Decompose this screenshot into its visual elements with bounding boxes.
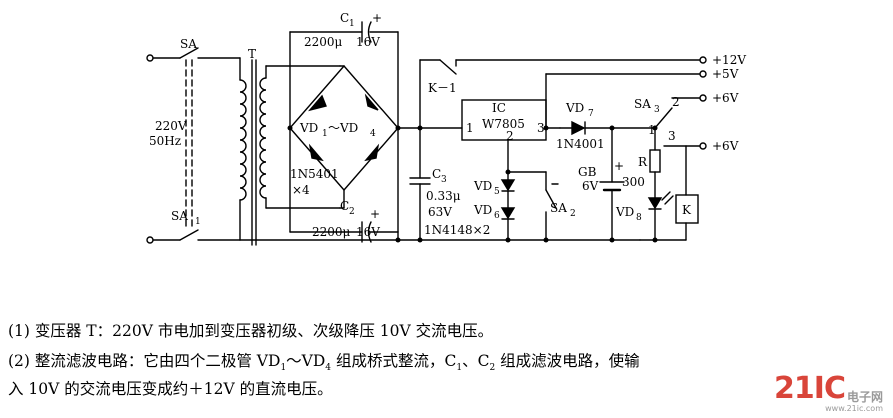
sa3-pin3: 3: [668, 129, 676, 143]
capacitor-c1: [361, 21, 372, 43]
p2-sub4: 2: [489, 363, 496, 374]
c2-plus: +: [370, 207, 380, 221]
p2-part1: (2) 整流滤波电路：它由四个二极管 VD: [8, 352, 281, 370]
bridge-rectifier: [289, 65, 399, 209]
terminal-5v: [699, 70, 707, 78]
switch-sa3: [654, 97, 701, 147]
relay-contact-label: K－1: [428, 81, 457, 95]
sa3-sub: 3: [654, 105, 660, 115]
transformer-secondary-coil: [259, 65, 341, 209]
relay-k-box: [675, 194, 699, 224]
ic-pin1: 1: [466, 121, 474, 135]
c2-sub: 2: [349, 207, 355, 217]
resistor-label: R: [638, 155, 648, 169]
c1-rating: 16V: [356, 35, 380, 49]
mains-terminal-top: [146, 54, 154, 62]
p2-sub3: 1: [456, 363, 463, 374]
diode-vd5-vd6: [500, 179, 516, 241]
terminal-6v-a: [699, 94, 707, 102]
ic-part: W7805: [482, 117, 525, 131]
sa2-sub: 2: [570, 209, 576, 219]
sa1-switch: [179, 47, 241, 241]
ic-pin2: 2: [506, 129, 514, 143]
c3-value: 0.33μ: [426, 189, 461, 203]
battery-voltage: 6V: [582, 179, 599, 193]
battery-cap: 300: [622, 175, 645, 189]
mains-terminal-bottom: [146, 236, 154, 244]
description-para-2b: 入 10V 的交流电压变成约＋12V 的直流电压。: [8, 380, 333, 398]
power-supply-schematic: 220V 50Hz SA SA 1 T C 1 + 2200μ 16V C 2 …: [146, 11, 746, 246]
sa1-label-top: SA: [180, 37, 197, 51]
vd7-part: 1N4001: [556, 137, 605, 151]
watermark-url: www.21ic.com: [825, 404, 883, 413]
sa2-ref: SA: [550, 201, 567, 215]
vd7-sub: 7: [588, 109, 594, 119]
c3-rating: 63V: [428, 205, 452, 219]
sa3-pin2: 2: [672, 95, 680, 109]
c3-sub: 3: [441, 175, 447, 185]
vd8-sub: 8: [636, 213, 642, 223]
sa3-pin1: 1: [648, 123, 656, 137]
sa3-ref: SA: [634, 97, 651, 111]
description-para-1: (1) 变压器 T：220V 市电加到变压器初级、次级降压 10V 交流电压。: [8, 322, 494, 340]
battery-ref: GB: [578, 165, 597, 179]
sa1-label: SA: [171, 209, 188, 223]
diode-vd7: [559, 120, 656, 136]
p2-sub2: 4: [325, 363, 332, 374]
relay-contact-k1: [439, 59, 457, 75]
vd8-ref: VD: [615, 205, 634, 219]
bridge-sub-b: 4: [370, 129, 376, 139]
switch-sa2: [507, 171, 559, 241]
resistor-r: [649, 149, 661, 173]
c1-ref: C: [340, 11, 349, 25]
vd5-sub: 5: [494, 187, 500, 197]
bridge-sub-a: 1: [322, 129, 328, 139]
ic-label: IC: [492, 101, 506, 115]
vd5-ref: VD: [473, 179, 492, 193]
p2-part2: ～VD: [286, 352, 326, 370]
ic-pin3: 3: [537, 121, 545, 135]
p2-part3: 组成桥式整流，C: [331, 352, 457, 370]
p2-sub1: 1: [280, 363, 287, 374]
bridge-label-a: VD: [299, 121, 318, 135]
terminal-12v: [699, 56, 707, 64]
sa1-sub: 1: [195, 217, 201, 227]
relay-label: K: [682, 203, 692, 217]
mains-freq-label: 50Hz: [149, 134, 181, 148]
vd6-ref: VD: [473, 203, 492, 217]
watermark-cn: 电子网: [846, 390, 883, 404]
bridge-count: ×4: [292, 183, 310, 197]
vd7-ref: VD: [565, 101, 584, 115]
vd6-sub: 6: [494, 211, 500, 221]
terminal-6v-b: [699, 142, 707, 150]
mains-voltage-label: 220V: [155, 119, 187, 133]
c1-plus: +: [372, 11, 382, 25]
led-vd8: [647, 191, 674, 241]
c2-value: 2200μ: [312, 225, 351, 239]
transformer-primary-coil: [239, 57, 247, 241]
p2-part4: 、C: [462, 352, 490, 370]
bridge-part: 1N5401: [290, 167, 339, 181]
c1-sub: 1: [349, 19, 355, 29]
output-12v: +12V: [712, 53, 746, 67]
c2-ref: C: [340, 199, 349, 213]
battery-plus: +: [614, 159, 624, 173]
p2-part5: 组成滤波电路，使输: [495, 352, 640, 370]
vd56-part: 1N4148×2: [424, 223, 490, 237]
output-6v-a: +6V: [712, 91, 739, 105]
description-para-2: (2) 整流滤波电路：它由四个二极管 VD1～VD4 组成桥式整流，C1、C2 …: [8, 350, 640, 379]
transformer-label: T: [248, 47, 256, 61]
watermark-logo: 21IC 电子网 www.21ic.com: [774, 374, 883, 414]
c2-rating: 16V: [356, 225, 380, 239]
watermark-brand: 21IC: [774, 371, 846, 406]
output-5v: +5V: [712, 67, 739, 81]
bridge-label-b: ～VD: [328, 121, 358, 135]
c3-ref: C: [432, 167, 441, 181]
c1-value: 2200μ: [304, 35, 343, 49]
output-6v-b: +6V: [712, 139, 739, 153]
